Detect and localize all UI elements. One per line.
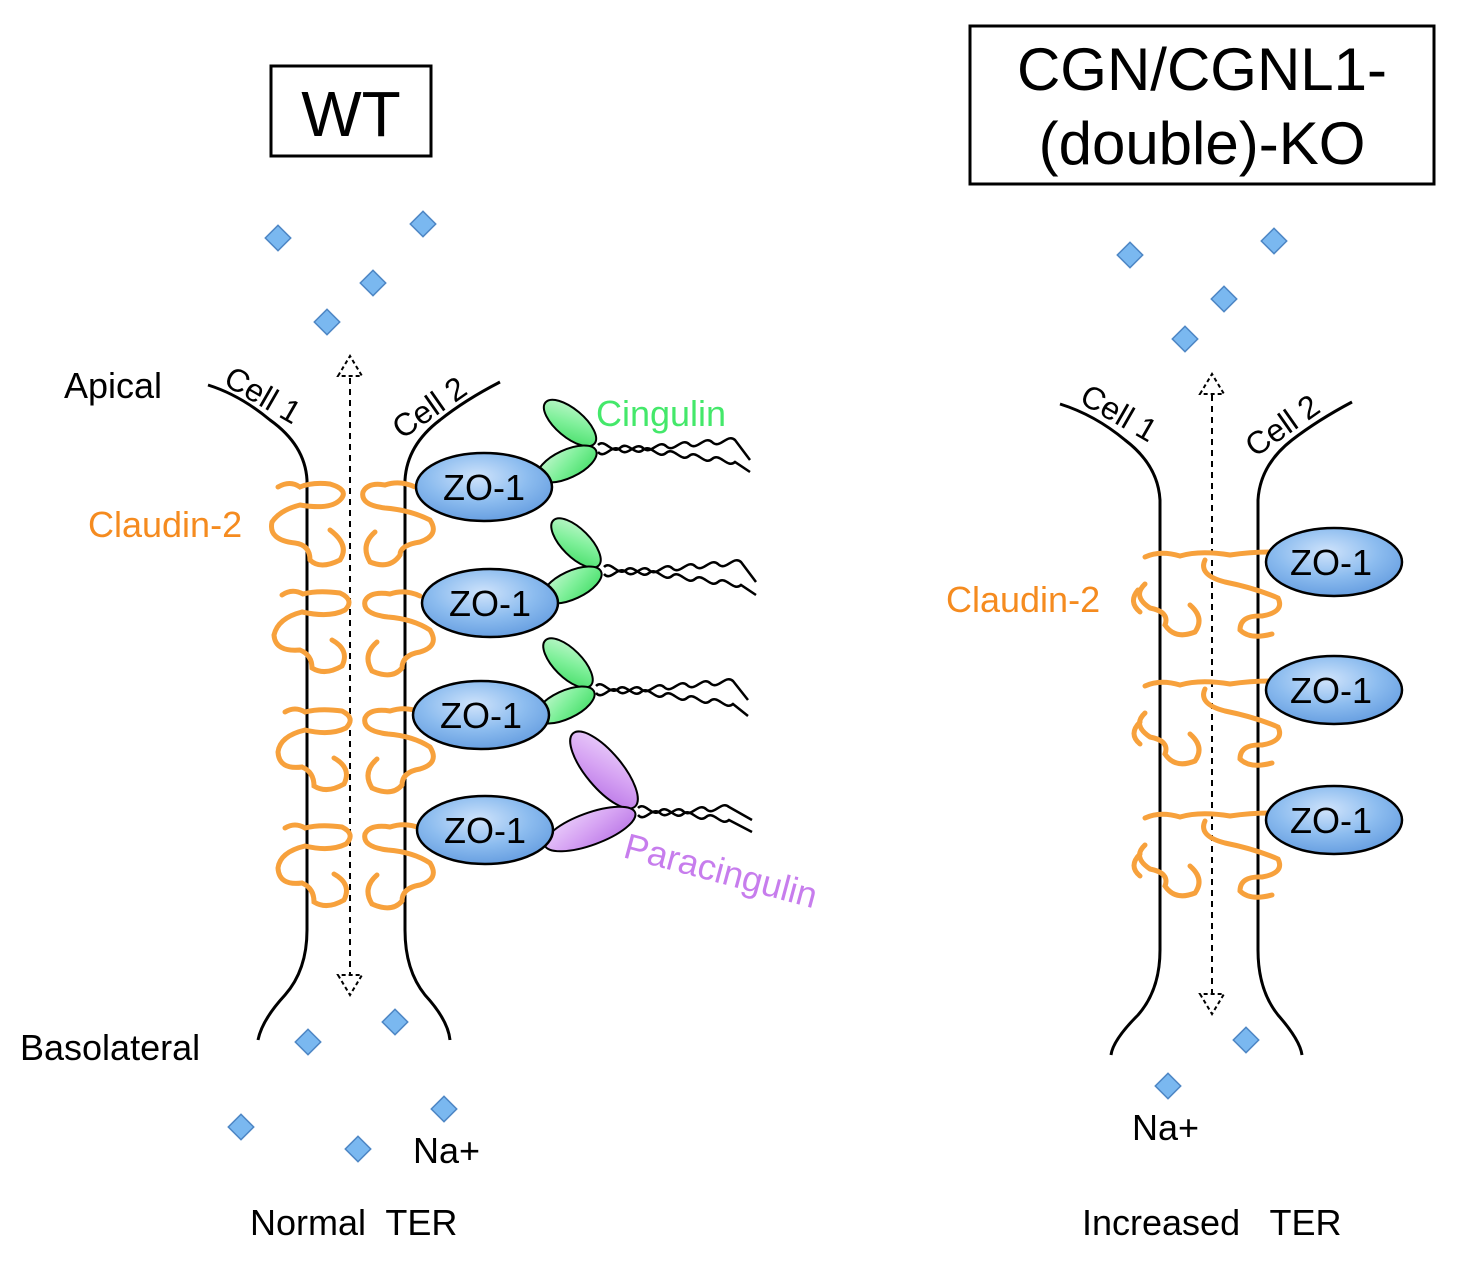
na-ion	[264, 224, 292, 252]
wt-ter-label: Normal TER	[250, 1202, 457, 1243]
wt-zo1-unit-2: ZO-1	[420, 517, 757, 639]
na-ion	[1210, 285, 1238, 313]
wt-zo1-unit-1: ZO-1	[414, 398, 751, 523]
wt-zo1	[414, 451, 554, 523]
ko-na-ions	[1116, 227, 1288, 1100]
na-ion	[430, 1095, 458, 1123]
basolateral-label: Basolateral	[20, 1027, 200, 1068]
na-ion	[1116, 241, 1144, 269]
wt-zo1	[420, 567, 560, 639]
na-ion	[344, 1135, 372, 1163]
wt-zo1-unit-3: ZO-1	[411, 637, 749, 751]
wt-zo1-label: ZO-1	[440, 695, 522, 736]
ko-zo1-label: ZO-1	[1290, 542, 1372, 583]
wt-zo1-unit-4: ZO-1	[415, 730, 753, 866]
wt-cell1-membrane	[207, 383, 309, 1041]
cingulin-label: Cingulin	[596, 393, 726, 434]
wt-cell2-label: Cell 2	[385, 369, 473, 445]
wt-cell2-membrane	[403, 380, 501, 1041]
wt-zo1	[415, 794, 555, 866]
ko-zo1	[1264, 526, 1404, 598]
paracingulin-label: Paracingulin	[620, 825, 822, 916]
ko-claudin-strands	[1131, 549, 1283, 900]
ko-zo1-3: ZO-1	[1264, 784, 1404, 856]
wt-zo1-label: ZO-1	[444, 810, 526, 851]
wt-claudin-left	[269, 480, 353, 908]
na-ion	[294, 1028, 322, 1056]
ko-ter-label: Increased TER	[1082, 1202, 1341, 1243]
wt-arrow-head-up	[336, 354, 364, 377]
wt-paracingulin-head-upper	[569, 730, 639, 810]
ko-cell1-membrane	[1059, 402, 1162, 1056]
ko-zo1-label: ZO-1	[1290, 800, 1372, 841]
wt-cingulin-coil	[595, 683, 749, 717]
wt-zo1-label: ZO-1	[449, 583, 531, 624]
ko-cell1-label: Cell 1	[1075, 377, 1164, 449]
wt-cingulin-coil	[603, 564, 757, 597]
wt-panel: WT Apical Basolateral Cell 1 Cell 2 Clau…	[20, 64, 822, 1243]
ko-panel: CGN/CGNL1- (double)-KO Cell 1 Cell 2 Cla…	[946, 24, 1436, 1243]
wt-title-box	[269, 64, 433, 158]
na-ion	[1232, 1026, 1260, 1054]
na-ion	[359, 269, 387, 297]
ko-arrow-head-up	[1198, 372, 1226, 395]
wt-claudin-right	[360, 480, 436, 911]
wt-zo1-label: ZO-1	[443, 467, 525, 508]
ko-zo1	[1264, 784, 1404, 856]
wt-arrow-head-down	[336, 974, 364, 997]
wt-zo1	[411, 679, 551, 751]
ko-claudin-label: Claudin-2	[946, 579, 1100, 620]
wt-cingulin-head-upper	[550, 517, 602, 569]
na-ion	[313, 308, 341, 336]
ko-title-line1: CGN/CGNL1-	[1017, 36, 1387, 103]
wt-cingulin-head-upper	[542, 398, 598, 448]
wt-cingulin-head-upper	[542, 637, 594, 689]
na-ion	[409, 210, 437, 238]
na-ion	[227, 1113, 255, 1141]
ko-zo1-2: ZO-1	[1264, 654, 1404, 726]
na-ion	[1260, 227, 1288, 255]
wt-cell1-label: Cell 1	[219, 359, 308, 431]
apical-label: Apical	[64, 365, 162, 406]
ko-zo1-label: ZO-1	[1290, 670, 1372, 711]
ko-cell2-label: Cell 2	[1238, 387, 1326, 463]
ko-zo1	[1264, 654, 1404, 726]
na-ion	[381, 1008, 409, 1036]
na-ion	[1154, 1072, 1182, 1100]
wt-na-label: Na+	[413, 1130, 480, 1171]
wt-cingulin-coil	[597, 442, 751, 474]
wt-na-ions	[227, 210, 458, 1163]
na-ion	[1171, 325, 1199, 353]
ko-title-box	[968, 24, 1436, 186]
wt-title: WT	[301, 78, 401, 150]
ko-title-line2: (double)-KO	[1039, 110, 1366, 177]
wt-claudin-label: Claudin-2	[88, 504, 242, 545]
ko-arrow-head-down	[1198, 993, 1226, 1016]
ko-cell2-membrane	[1256, 400, 1353, 1056]
ko-na-label: Na+	[1132, 1107, 1199, 1148]
ko-zo1-1: ZO-1	[1264, 526, 1404, 598]
